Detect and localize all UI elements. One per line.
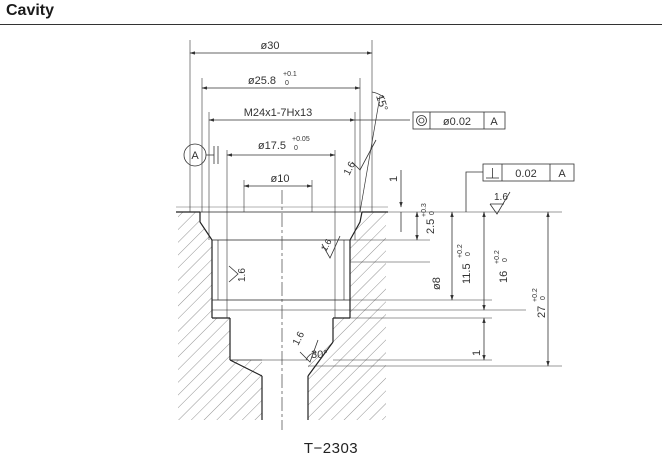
dim-thread: M24x1-7Hx13 bbox=[244, 107, 312, 119]
cavity-outline bbox=[176, 206, 388, 420]
dim-depth-11-5: 11.5 bbox=[461, 263, 473, 284]
dim-angle-30: 30° bbox=[311, 349, 328, 361]
drawing-caption: T−2303 bbox=[303, 440, 359, 457]
surface-finish-lower-value: 1.6 bbox=[291, 330, 307, 348]
surface-finish-top bbox=[351, 139, 377, 171]
concentricity-frame bbox=[412, 111, 506, 130]
concentricity-tolerance: ø0.02 bbox=[443, 116, 471, 128]
angle-30-arc bbox=[305, 351, 317, 361]
dim-angle-15: 15° bbox=[373, 93, 390, 113]
extension-lines bbox=[189, 40, 373, 318]
surface-finish-step bbox=[321, 235, 341, 259]
dim-d10: ø10 bbox=[271, 173, 290, 185]
dim-depth-1-top: 1 bbox=[388, 176, 400, 182]
surface-finish-bore-value: 1.6 bbox=[237, 268, 248, 282]
depth-dimension-lines bbox=[399, 170, 550, 367]
dim-depth-27-tol-lower: 0 bbox=[540, 296, 547, 300]
surface-finish-top-value: 1.6 bbox=[342, 160, 358, 178]
dim-d25-8-tol-lower: 0 bbox=[285, 80, 289, 87]
angle-15-dimension bbox=[359, 91, 386, 213]
dim-depth-1-bottom: 1 bbox=[471, 350, 483, 356]
surface-finish-lower bbox=[299, 339, 319, 363]
perpendicularity-tolerance: 0.02 bbox=[515, 168, 536, 180]
dim-depth-16-tol-lower: 0 bbox=[502, 258, 509, 262]
surface-finish-face-value: 1.6 bbox=[494, 192, 508, 203]
dim-depth-16: 16 bbox=[498, 271, 510, 283]
concentricity-datum: A bbox=[490, 116, 498, 128]
dim-depth-11-5-tol-upper: +0.2 bbox=[457, 244, 464, 258]
dim-depth-16-tol-upper: +0.2 bbox=[494, 250, 501, 264]
dim-d8: ø8 bbox=[431, 277, 443, 290]
perpendicularity-frame bbox=[465, 163, 575, 212]
diameter-dimension-lines bbox=[189, 51, 410, 188]
surface-finish-step-value: 1.6 bbox=[319, 237, 334, 253]
dim-depth-2-5-tol-lower: 0 bbox=[429, 211, 436, 215]
dim-d25-8: ø25.8 bbox=[248, 75, 276, 87]
dim-depth-27-tol-upper: +0.2 bbox=[532, 288, 539, 302]
perpendicularity-datum: A bbox=[558, 168, 566, 180]
section-hatching bbox=[178, 212, 386, 420]
dim-d25-8-tol-upper: +0.1 bbox=[283, 71, 297, 78]
datum-a-label: A bbox=[191, 150, 199, 162]
dim-d17-5-tol-upper: +0.05 bbox=[292, 136, 310, 143]
dim-d17-5: ø17.5 bbox=[258, 140, 286, 152]
dim-d30: ø30 bbox=[261, 40, 280, 52]
dim-depth-27: 27 bbox=[536, 306, 548, 318]
dim-depth-11-5-tol-lower: 0 bbox=[465, 252, 472, 256]
dim-depth-2-5-tol-upper: +0.3 bbox=[421, 203, 428, 217]
surface-finish-bore bbox=[228, 265, 239, 283]
dim-depth-2-5: 2.5 bbox=[425, 219, 437, 234]
page-title: Cavity bbox=[6, 2, 55, 19]
surface-finish-face bbox=[489, 191, 511, 215]
title-divider bbox=[0, 24, 662, 25]
dim-d17-5-tol-lower: 0 bbox=[294, 145, 298, 152]
datum-a-symbol bbox=[183, 143, 219, 167]
